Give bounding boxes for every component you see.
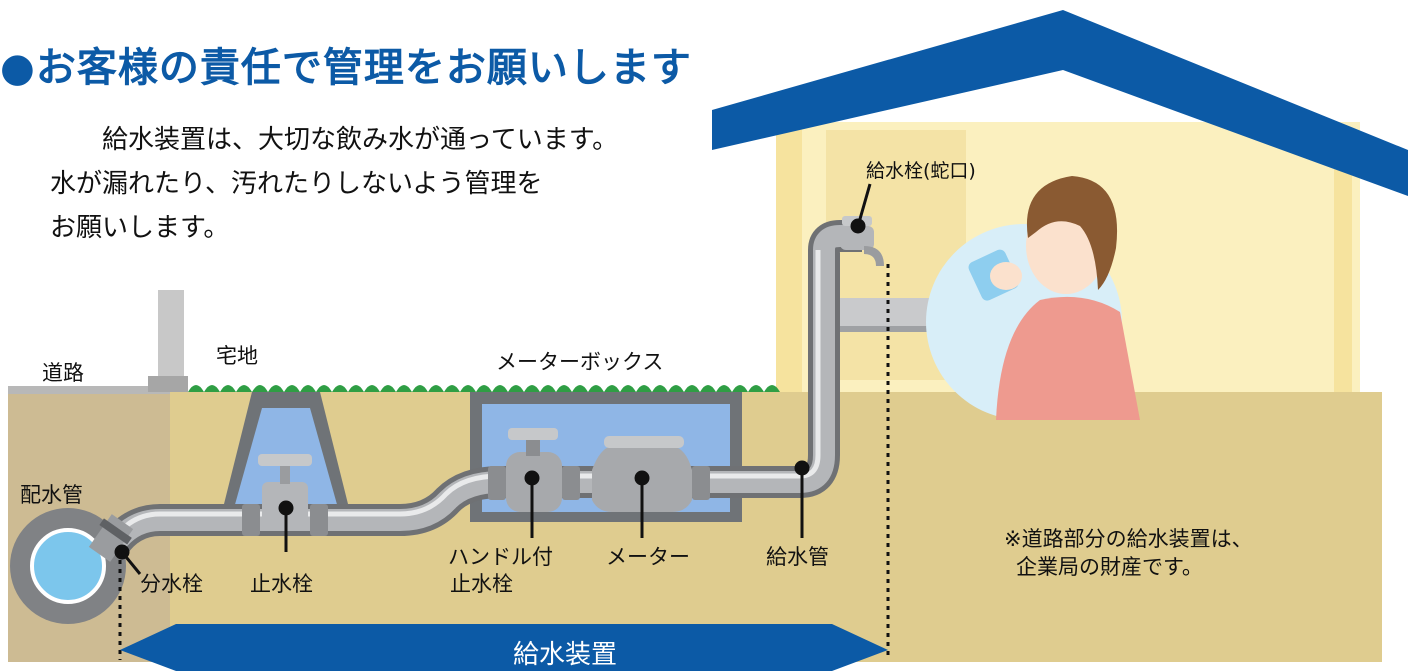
handle-stop-valve-handle (508, 428, 558, 440)
intro-line-3: お願いします。 (50, 213, 230, 243)
grass (188, 385, 780, 392)
stop-valve-stem (280, 462, 290, 484)
supply-pipe (98, 220, 862, 558)
faucet-label: 給水栓(蛇口) (866, 160, 976, 182)
road-surface (8, 386, 170, 394)
boundary-post-base (148, 376, 188, 392)
shirt (996, 296, 1140, 420)
distribution-pipe-label: 配水管 (20, 483, 83, 507)
stop-valve-handle (258, 454, 312, 466)
boundary-post (158, 290, 184, 386)
banner-label: 給水装置 (512, 640, 617, 670)
stop-valve-label: 止水栓 (250, 572, 313, 596)
note-line-2: 企業局の財産です。 (1016, 555, 1203, 579)
hand (990, 262, 1022, 290)
leader-line-branch-valve (120, 551, 142, 575)
intro-text: 給水装置は、大切な飲み水が通っています。 水が漏れたり、汚れたりしないよう管理を… (50, 118, 690, 250)
supply-pipe-highlight (102, 225, 862, 555)
handle-stop-valve-label-1: ハンドル付 (448, 545, 553, 569)
meter-label: メーター (606, 545, 690, 569)
faucet-spout (864, 246, 884, 266)
house (712, 10, 1408, 422)
branch-valve (88, 514, 134, 562)
branch-valve-body (88, 514, 134, 562)
distribution-pipe-water (30, 528, 106, 604)
kitchen-counter-edge (828, 326, 968, 332)
supply-device-banner (120, 624, 888, 671)
handle-stop-valve-stem (526, 436, 540, 456)
flange-1 (488, 466, 506, 500)
branch-valve-band (99, 518, 132, 545)
supply-pipe-label: 給水管 (766, 545, 829, 569)
intro-line-1: 給水装置は、大切な飲み水が通っています。 (102, 125, 619, 155)
page-title: ●お客様の責任で管理をお願いします (0, 45, 692, 91)
person-drinking-water (926, 176, 1140, 420)
meter-box-label: メーターボックス (496, 350, 664, 374)
roof (712, 10, 1408, 196)
road-label: 道路 (42, 361, 84, 385)
range-lines (118, 264, 890, 660)
faucet-body (840, 226, 874, 250)
residential-label: 宅地 (216, 344, 258, 368)
handle-stop-valve-label-2: 止水栓 (450, 572, 513, 596)
leader-lines (114, 183, 872, 575)
stop-valve-flange-right (310, 504, 328, 536)
house-left-wall-shade (776, 118, 802, 418)
flange-3 (692, 466, 710, 500)
flange-2 (562, 466, 580, 500)
note-line-1: ※道路部分の給水装置は、 (1004, 527, 1253, 551)
hair (1026, 176, 1118, 290)
house-right-wall-shade (1334, 140, 1352, 400)
supply-pipe-shine (109, 250, 821, 544)
stop-valve-flange-left (242, 504, 260, 536)
branch-valve-label: 分水栓 (140, 572, 203, 596)
meter-top (604, 436, 684, 448)
leader-line-faucet (856, 183, 872, 227)
intro-line-2: 水が漏れたり、汚れたりしないよう管理を (50, 169, 543, 199)
